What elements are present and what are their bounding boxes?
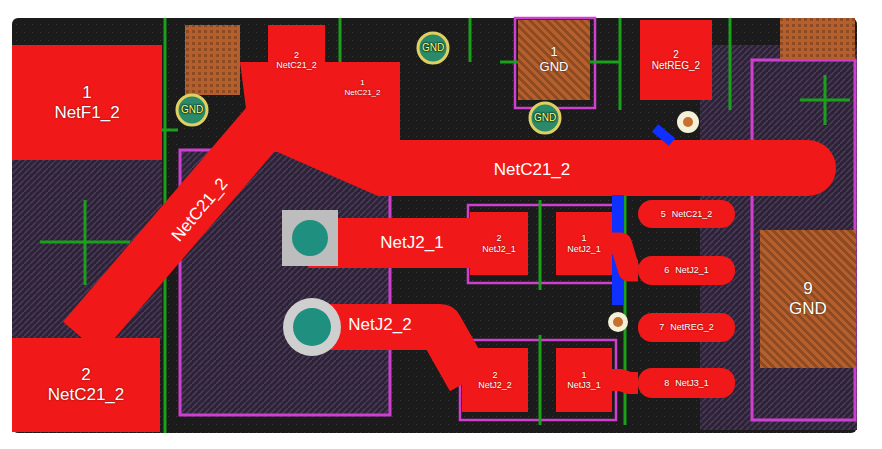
courtyard-outline bbox=[752, 60, 855, 420]
net-label: GND bbox=[534, 112, 556, 123]
pad: 1NetJ3_1 bbox=[556, 348, 612, 412]
pin-number: 8 bbox=[664, 378, 669, 388]
gnd-pad bbox=[185, 25, 240, 95]
via-selected bbox=[282, 210, 338, 266]
gnd-via bbox=[418, 33, 448, 63]
trace-net-label: NetJ2_1 bbox=[380, 233, 443, 253]
net-name: NetJ2_1 bbox=[675, 265, 709, 275]
pin-number: 7 bbox=[659, 322, 664, 332]
gnd-via bbox=[177, 95, 207, 125]
board-ground bbox=[12, 18, 857, 433]
pin-number: 2 bbox=[673, 49, 679, 61]
net-name: NetJ3_1 bbox=[567, 380, 601, 390]
pad: 8 NetJ3_1 bbox=[638, 368, 735, 398]
net-label: NetC21_2 bbox=[494, 160, 571, 179]
bottom-trace bbox=[655, 128, 672, 142]
net-name: NetC21_2 bbox=[276, 60, 317, 70]
pin-number: 2 bbox=[496, 233, 501, 243]
pin-number: 1 bbox=[360, 78, 364, 87]
net-name: NetREG_2 bbox=[670, 322, 714, 332]
courtyard-outline bbox=[515, 18, 595, 108]
via bbox=[683, 117, 693, 127]
via bbox=[677, 111, 699, 133]
courtyard-outline bbox=[468, 205, 616, 283]
pin-number: 2 bbox=[492, 370, 497, 380]
net-name: NetJ3_1 bbox=[675, 378, 709, 388]
pin-number: 1 bbox=[82, 83, 91, 103]
trace-net-label: NetJ2_2 bbox=[348, 315, 411, 335]
net-name: NetJ2_1 bbox=[567, 244, 601, 254]
via bbox=[293, 308, 331, 346]
via bbox=[608, 312, 628, 332]
net-name: NetJ2_1 bbox=[482, 244, 516, 254]
net-name: NetF1_2 bbox=[54, 103, 119, 123]
net-name: NetJ2_2 bbox=[478, 380, 512, 390]
pad: 7 NetREG_2 bbox=[638, 313, 735, 342]
copper-trace bbox=[612, 244, 638, 271]
net-label: NetJ2_2 bbox=[348, 315, 411, 334]
pin-number: 1 bbox=[550, 45, 557, 60]
pin-number: 1 bbox=[581, 233, 586, 243]
pad: 2NetC21_2 bbox=[12, 338, 160, 432]
pad: 2NetREG_2 bbox=[640, 20, 712, 100]
via bbox=[292, 220, 328, 256]
net-name: NetREG_2 bbox=[652, 60, 700, 72]
via-net-label: GND bbox=[181, 104, 203, 116]
courtyard-outline bbox=[460, 340, 616, 420]
via-net-label: GND bbox=[534, 112, 556, 124]
net-name: GND bbox=[540, 60, 569, 75]
via-ring bbox=[283, 298, 341, 356]
net-name: NetC21_2 bbox=[672, 209, 713, 219]
pad: 1NetC21_2 bbox=[330, 70, 395, 105]
pad: 2NetJ2_1 bbox=[470, 212, 528, 275]
net-label: GND bbox=[422, 42, 444, 53]
net-label: NetJ2_1 bbox=[380, 233, 443, 252]
trace-net-label: NetC21_2 bbox=[494, 160, 571, 180]
pin-number: 5 bbox=[661, 209, 666, 219]
pad: 2NetC21_2 bbox=[268, 25, 325, 95]
gnd-pad bbox=[780, 18, 855, 60]
board-grid bbox=[12, 18, 857, 433]
gnd-via bbox=[530, 103, 560, 133]
silkscreen-lines bbox=[12, 18, 850, 433]
via-net-label: GND bbox=[422, 42, 444, 54]
pad: 1NetF1_2 bbox=[12, 45, 162, 160]
pad: 9GND bbox=[760, 230, 856, 368]
pad: 1GND bbox=[518, 20, 590, 100]
pin-number: 2 bbox=[81, 365, 90, 385]
net-name: NetC21_2 bbox=[48, 385, 125, 405]
copper-trace bbox=[780, 140, 836, 196]
pin-number: 1 bbox=[581, 370, 586, 380]
pad: 5 NetC21_2 bbox=[638, 200, 735, 228]
net-label: GND bbox=[181, 104, 203, 115]
pin-number: 6 bbox=[664, 265, 669, 275]
pin-number: 2 bbox=[294, 50, 299, 60]
copper-trace bbox=[612, 380, 638, 383]
pad: 2NetJ2_2 bbox=[462, 348, 528, 412]
pin-number: 9 bbox=[803, 279, 812, 299]
net-name: NetC21_2 bbox=[344, 88, 380, 97]
via bbox=[613, 317, 623, 327]
pad: 6 NetJ2_1 bbox=[638, 256, 735, 285]
net-name: GND bbox=[789, 299, 827, 319]
pad: 1NetJ2_1 bbox=[556, 212, 612, 275]
